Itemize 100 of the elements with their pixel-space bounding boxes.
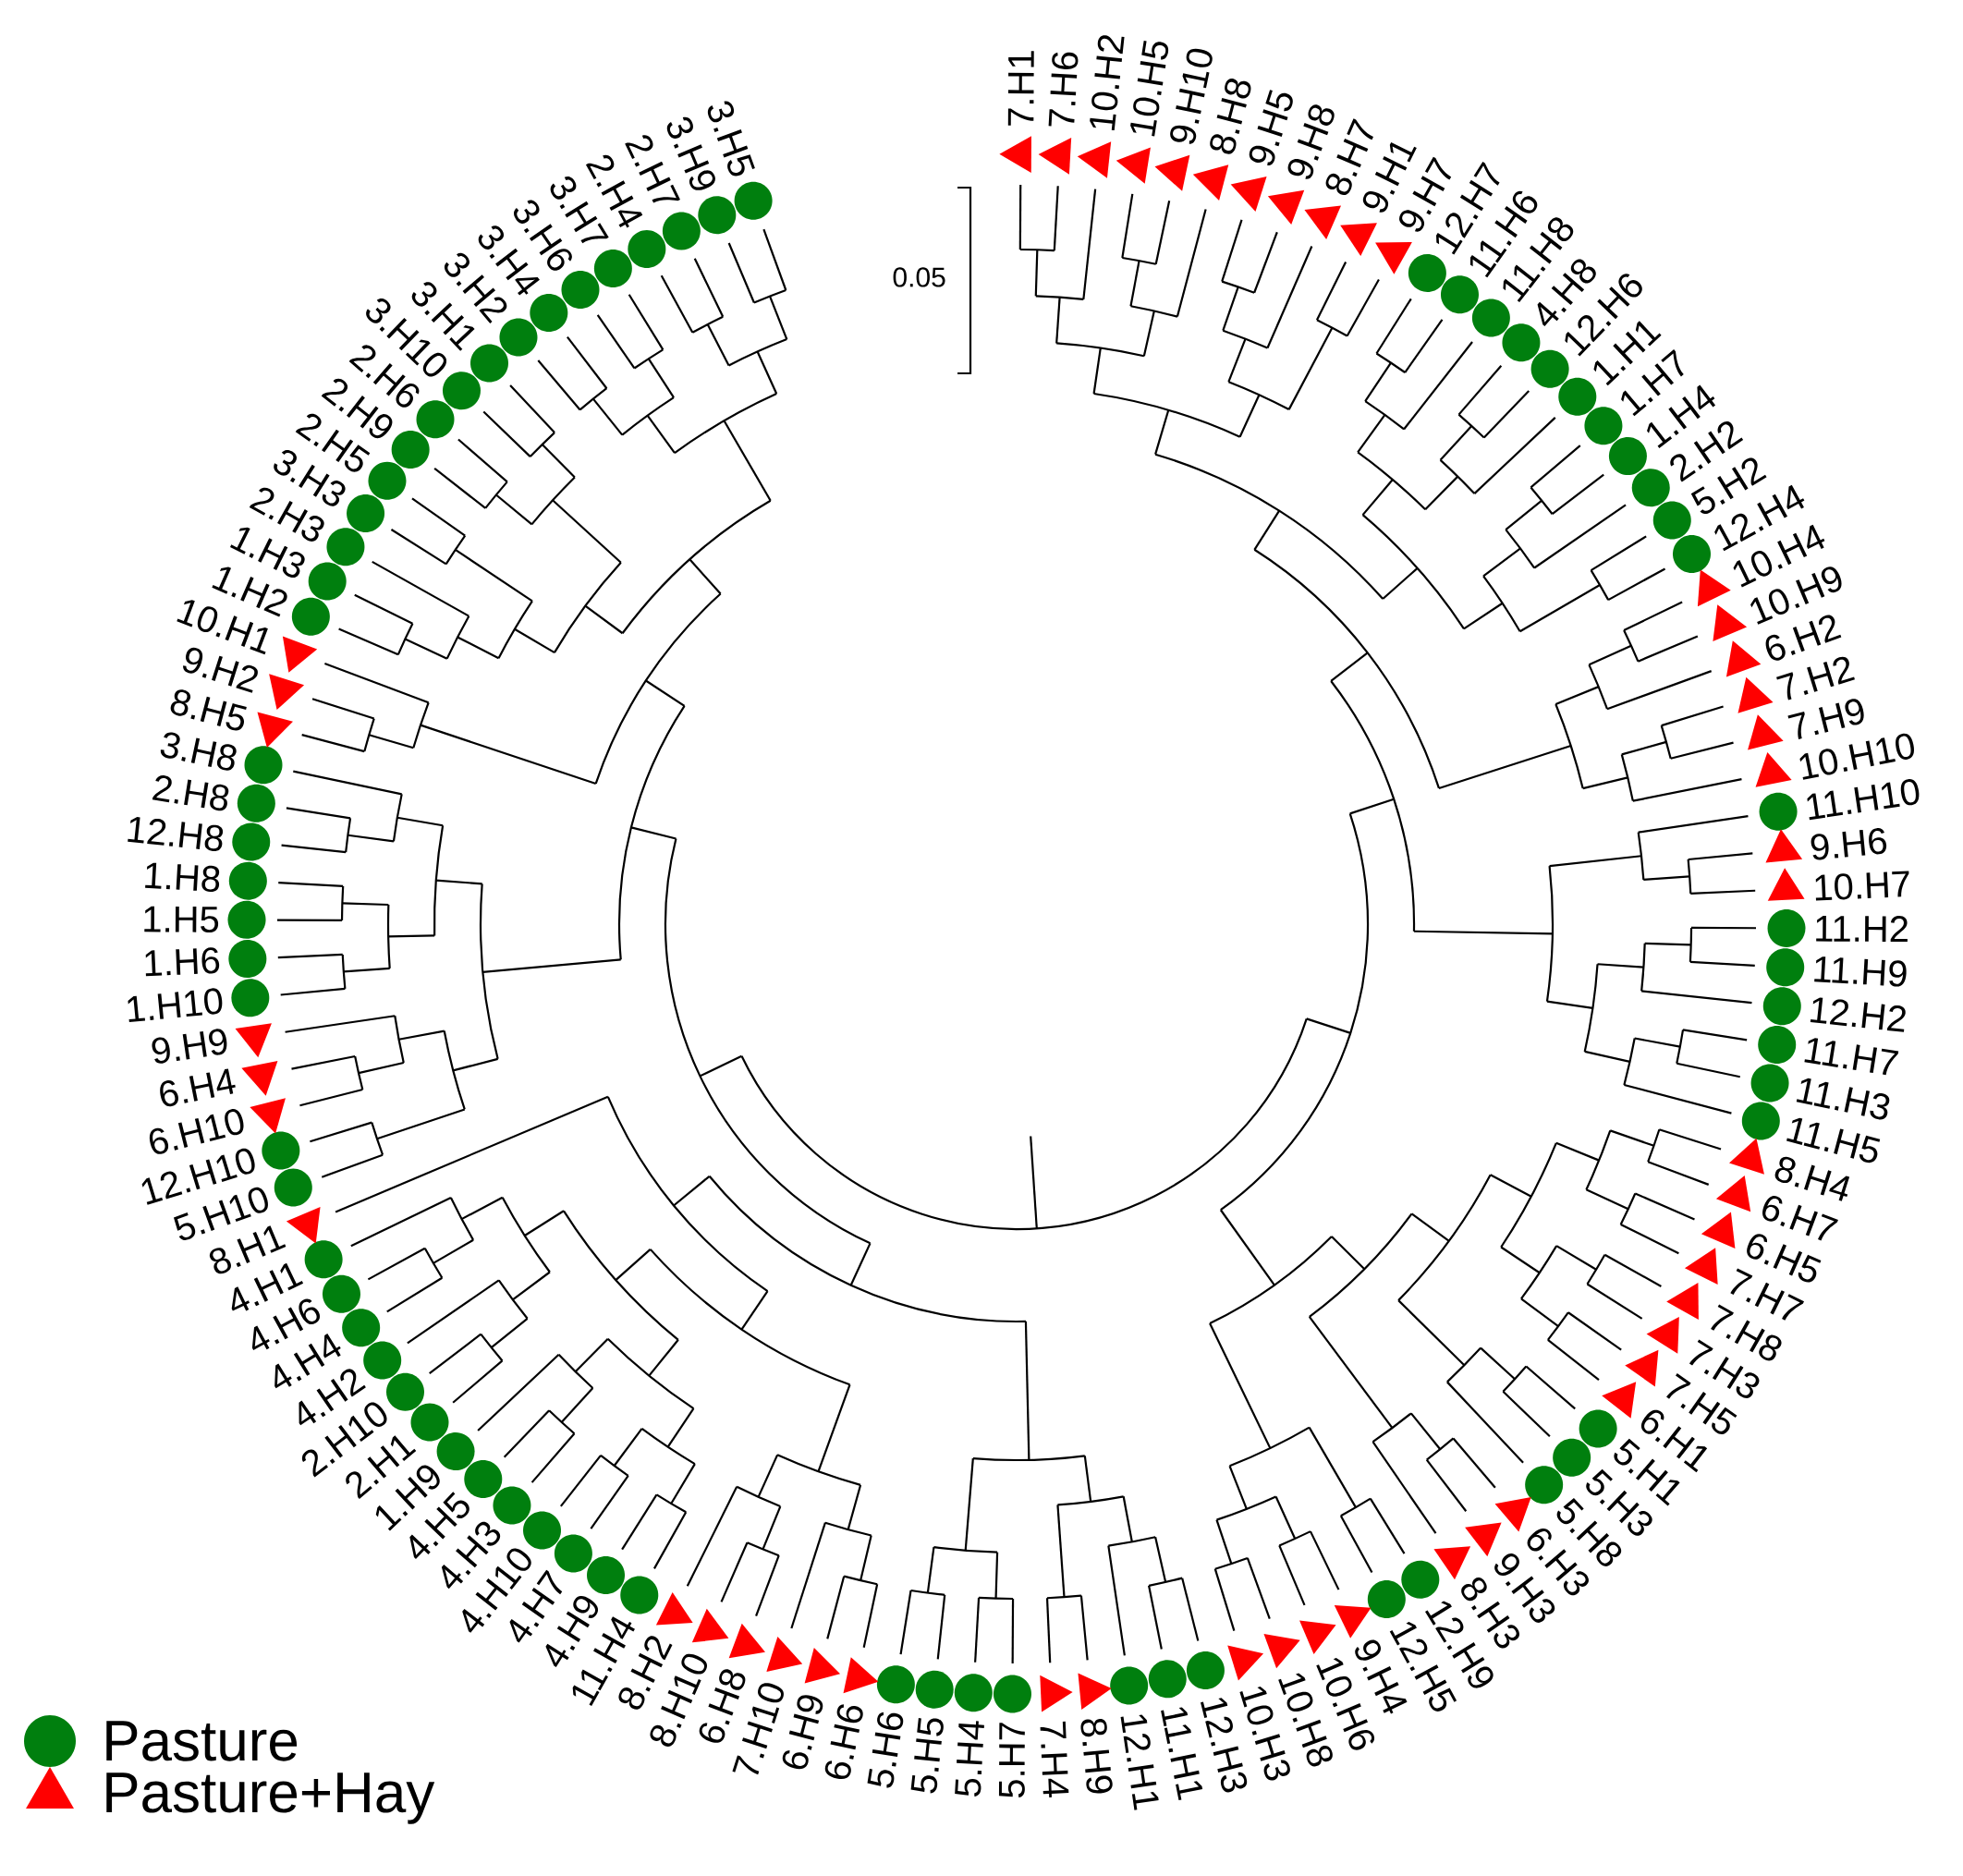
circle-marker	[228, 940, 267, 979]
leaf-label: 1.H6	[145, 947, 220, 977]
circle-marker	[620, 1576, 659, 1614]
triangle-marker	[843, 1657, 879, 1694]
circle-marker	[662, 212, 701, 250]
triangle-marker	[269, 674, 305, 711]
triangle-marker	[1725, 640, 1762, 677]
circle-marker	[1408, 253, 1446, 292]
circle-marker	[322, 1274, 360, 1313]
circle-marker	[1584, 407, 1623, 445]
circle-marker	[368, 461, 407, 500]
triangle-marker	[1684, 1248, 1718, 1285]
circle-marker	[291, 597, 330, 636]
leaf-label: 2.H8	[152, 775, 229, 811]
triangle-marker	[1078, 1673, 1112, 1711]
circle-marker	[342, 1309, 381, 1347]
triangle-marker	[1375, 242, 1412, 274]
circle-marker	[1186, 1651, 1225, 1690]
leaf-label: 11.H10	[1807, 779, 1920, 821]
triangle-marker	[1666, 1283, 1699, 1320]
circle-marker	[1367, 1580, 1406, 1618]
circle-marker	[593, 250, 632, 288]
circle-marker	[1758, 1026, 1797, 1065]
circle-marker	[227, 900, 266, 939]
triangle-marker	[728, 1623, 765, 1659]
leaf-label: 5.H4	[955, 1721, 984, 1797]
triangle-marker	[1154, 154, 1190, 191]
circle-marker	[628, 229, 666, 268]
leaf-label: 12.H8	[128, 817, 224, 851]
triangle-marker	[1334, 1604, 1372, 1638]
circle-marker	[1148, 1660, 1187, 1699]
leaf-label: 5.H5	[910, 1718, 944, 1794]
circle-marker	[347, 493, 385, 532]
triangle-marker	[257, 712, 293, 748]
circle-marker	[308, 562, 347, 601]
circle-marker	[237, 784, 275, 822]
triangle-marker	[1116, 147, 1151, 184]
circle-marker	[1673, 535, 1711, 574]
leaf-label: 7.H1	[1007, 51, 1034, 126]
circle-marker	[734, 181, 773, 220]
triangle-marker	[1646, 1316, 1679, 1354]
circle-marker	[391, 430, 430, 469]
triangle-marker	[999, 136, 1031, 173]
leaf-label: 1.H10	[128, 988, 223, 1023]
circle-marker	[1652, 501, 1691, 540]
triangle-marker	[1625, 1349, 1659, 1387]
triangle-marker	[1038, 138, 1072, 175]
circle-marker	[994, 1675, 1031, 1713]
triangle-marker	[1748, 714, 1784, 750]
circle-marker	[876, 1665, 915, 1704]
triangle-marker	[235, 1023, 272, 1058]
triangle-marker	[1263, 1633, 1300, 1669]
circle-marker	[228, 861, 267, 900]
leaf-label: 6.H9	[782, 1695, 823, 1770]
triangle-marker	[1737, 676, 1774, 713]
triangle-marker	[1715, 1175, 1751, 1212]
triangle-marker	[1765, 829, 1803, 863]
triangle-marker	[1755, 752, 1792, 787]
leaf-label: 9.H9	[152, 1029, 227, 1064]
leaf-label: 10.H7	[1815, 871, 1909, 901]
leaf-label: 11.H1	[1161, 1707, 1203, 1800]
triangle-marker	[1304, 205, 1342, 240]
circle-marker	[1608, 437, 1647, 476]
circle-marker	[244, 746, 283, 785]
leaf-label: 7.H4	[1040, 1721, 1069, 1797]
triangle-marker	[691, 1608, 729, 1643]
triangle-marker	[1340, 223, 1377, 256]
triangle-marker	[655, 1591, 693, 1626]
leaf-label: 3.H8	[160, 732, 237, 771]
circle-marker	[1441, 275, 1479, 314]
triangle-marker	[1713, 604, 1748, 641]
circle-marker	[1759, 792, 1798, 831]
triangle-marker	[1697, 569, 1731, 607]
triangle-marker	[1602, 1382, 1637, 1419]
circle-marker	[587, 1556, 625, 1594]
triangle-marker	[1701, 1212, 1736, 1249]
leaf-label: 9.H6	[1811, 828, 1887, 860]
circle-marker	[1631, 469, 1670, 507]
circle-marker	[1741, 1102, 1780, 1140]
circle-marker	[262, 1131, 300, 1170]
leaf-label: 12.H1	[1120, 1714, 1159, 1810]
circle-marker	[1762, 987, 1801, 1026]
circle-marker	[231, 979, 270, 1017]
leaf-label: 1.H5	[144, 906, 219, 933]
leaf-label: 1.H8	[145, 862, 220, 893]
leaf-label: 11.H2	[1816, 916, 1908, 943]
circle-marker	[1110, 1666, 1149, 1705]
triangle-marker	[1040, 1675, 1073, 1712]
leaf-label: 10.H2	[1090, 35, 1125, 131]
triangle-marker	[1267, 189, 1305, 225]
legend-label: Pasture	[106, 1721, 298, 1761]
circle-marker	[1766, 948, 1805, 987]
circle-marker	[915, 1670, 954, 1709]
triangle-marker	[241, 1060, 278, 1096]
circle-marker	[232, 822, 271, 861]
circle-marker	[1401, 1560, 1440, 1599]
leaf-label: 11.H9	[1814, 956, 1907, 987]
circle-marker	[274, 1168, 312, 1207]
triangle-marker	[1077, 141, 1112, 178]
leaf-label: 8.H9	[1080, 1718, 1113, 1794]
